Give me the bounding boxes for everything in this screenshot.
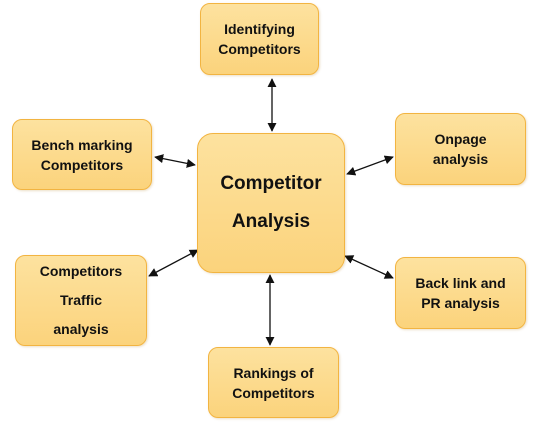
node-backlink-pr-analysis: Back link and PR analysis: [395, 257, 526, 329]
node-label-line: Analysis: [231, 211, 311, 232]
node-label-line: Competitors: [39, 263, 123, 279]
arrow-center-bench: [154, 154, 196, 168]
node-competitor-analysis: Competitor Analysis: [197, 133, 345, 273]
arrow-center-onpage: [346, 155, 394, 176]
node-label-line: Competitors: [232, 384, 315, 401]
node-label-line: Traffic: [59, 292, 102, 308]
node-bench-marking-competitors: Bench marking Competitors: [12, 119, 152, 190]
node-label-line: Competitors: [218, 41, 301, 57]
node-label-line: Competitor: [220, 173, 322, 194]
node-label-line: Bench marking: [31, 136, 133, 153]
node-rankings-of-competitors: Rankings of Competitors: [208, 347, 339, 418]
node-label-line: Rankings of: [233, 364, 314, 381]
node-label-line: analysis: [53, 321, 109, 337]
node-label-line: Onpage: [434, 131, 487, 147]
arrow-center-backlink: [344, 255, 394, 279]
node-label-line: PR analysis: [421, 295, 500, 311]
node-label-line: Competitors: [40, 156, 124, 173]
node-label-line: Identifying: [224, 21, 295, 37]
node-competitors-traffic-analysis: Competitors Traffic analysis: [15, 255, 147, 346]
node-identifying-competitors: Identifying Competitors: [200, 3, 319, 75]
node-label-line: analysis: [432, 151, 489, 167]
node-onpage-analysis: Onpage analysis: [395, 113, 526, 185]
arrow-center-traffic: [148, 249, 199, 277]
node-label-line: Back link and: [415, 275, 506, 291]
